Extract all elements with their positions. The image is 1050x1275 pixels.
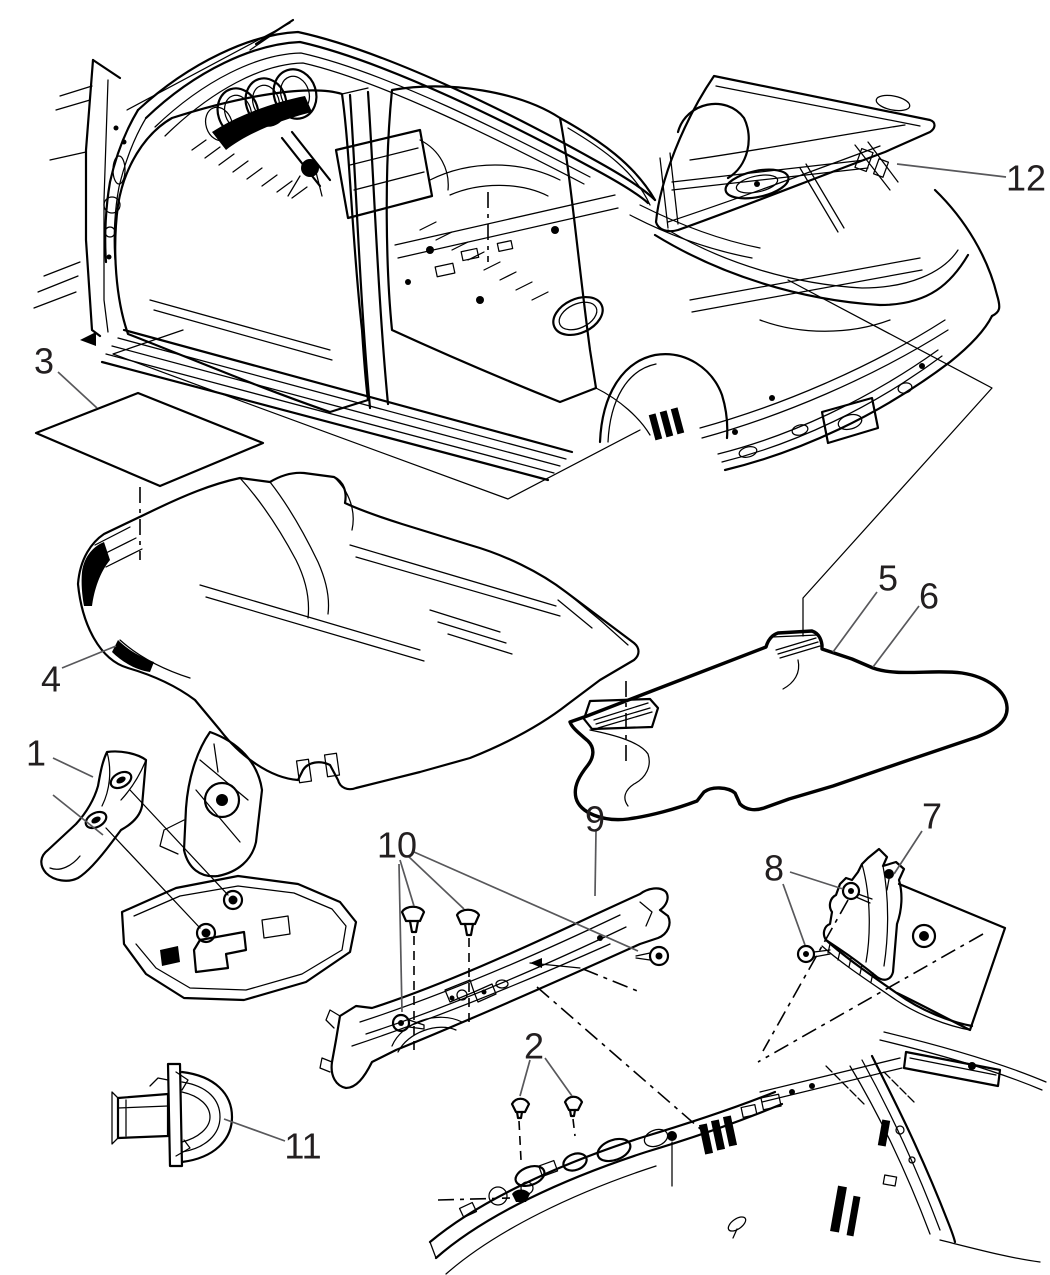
callout-6-label: 6 bbox=[919, 576, 939, 617]
trunk-lid bbox=[654, 74, 936, 233]
push-pin bbox=[400, 905, 426, 1056]
mat-clip-right bbox=[771, 634, 821, 690]
part1-silencer-pad-assembly bbox=[40, 730, 358, 1002]
instrument-cluster bbox=[204, 68, 318, 150]
callout-12-label: 12 bbox=[1006, 158, 1046, 199]
car-body-cutaway bbox=[33, 18, 1001, 482]
installation-plane-lines bbox=[112, 22, 993, 637]
push-pin bbox=[510, 1097, 531, 1161]
push-pin bbox=[563, 1095, 584, 1137]
callout-2-label: 2 bbox=[524, 1026, 544, 1067]
callout-8-label: 8 bbox=[764, 848, 784, 889]
callout-11-label: 11 bbox=[284, 1126, 321, 1167]
callout-9-label: 9 bbox=[585, 799, 605, 840]
callout-4-leader bbox=[61, 645, 117, 669]
callout-11-leader bbox=[223, 1118, 286, 1142]
round-pin bbox=[841, 881, 873, 904]
callout-9-leader bbox=[594, 830, 597, 897]
rear-shelf-body-structure bbox=[428, 1031, 1047, 1275]
part3-silencer-sheet bbox=[34, 391, 265, 560]
callout-3-label: 3 bbox=[34, 341, 54, 382]
callout-10-leader bbox=[413, 851, 639, 952]
round-pin bbox=[635, 945, 670, 967]
callout-2-leader bbox=[544, 1057, 573, 1097]
callout-8-leader bbox=[782, 883, 806, 946]
callout-1-leader bbox=[52, 757, 94, 778]
callout-5-leader bbox=[832, 591, 878, 653]
round-pin bbox=[796, 944, 831, 964]
part6-trunk-mat bbox=[568, 629, 1009, 822]
callout-1-label: 1 bbox=[26, 733, 46, 774]
callout-7-label: 7 bbox=[922, 796, 942, 837]
callout-10-label: 10 bbox=[377, 825, 417, 866]
callout-2-leader bbox=[519, 1059, 531, 1097]
callout-6-leader bbox=[872, 605, 920, 668]
part11-grommet-plug bbox=[111, 1062, 234, 1168]
callout-3-leader bbox=[57, 371, 98, 409]
part4-floor-carpet bbox=[76, 471, 640, 791]
push-pin bbox=[455, 908, 481, 1026]
callout-5-label: 5 bbox=[878, 558, 898, 599]
mat-clip-left bbox=[582, 681, 660, 762]
callout-10-leader bbox=[407, 855, 465, 910]
callout-7-leader bbox=[893, 830, 923, 875]
callout-8-leader bbox=[789, 871, 844, 890]
part7-quarter-silencer bbox=[757, 847, 1007, 1063]
part9-silencer-panel bbox=[319, 887, 706, 1134]
round-pin bbox=[391, 1013, 425, 1033]
callout-1-leader bbox=[52, 794, 104, 836]
callout-10-leader bbox=[398, 863, 403, 1013]
callout-4-label: 4 bbox=[41, 659, 61, 700]
callout-12-leader bbox=[896, 163, 1007, 178]
callout-10-leader bbox=[399, 859, 415, 907]
